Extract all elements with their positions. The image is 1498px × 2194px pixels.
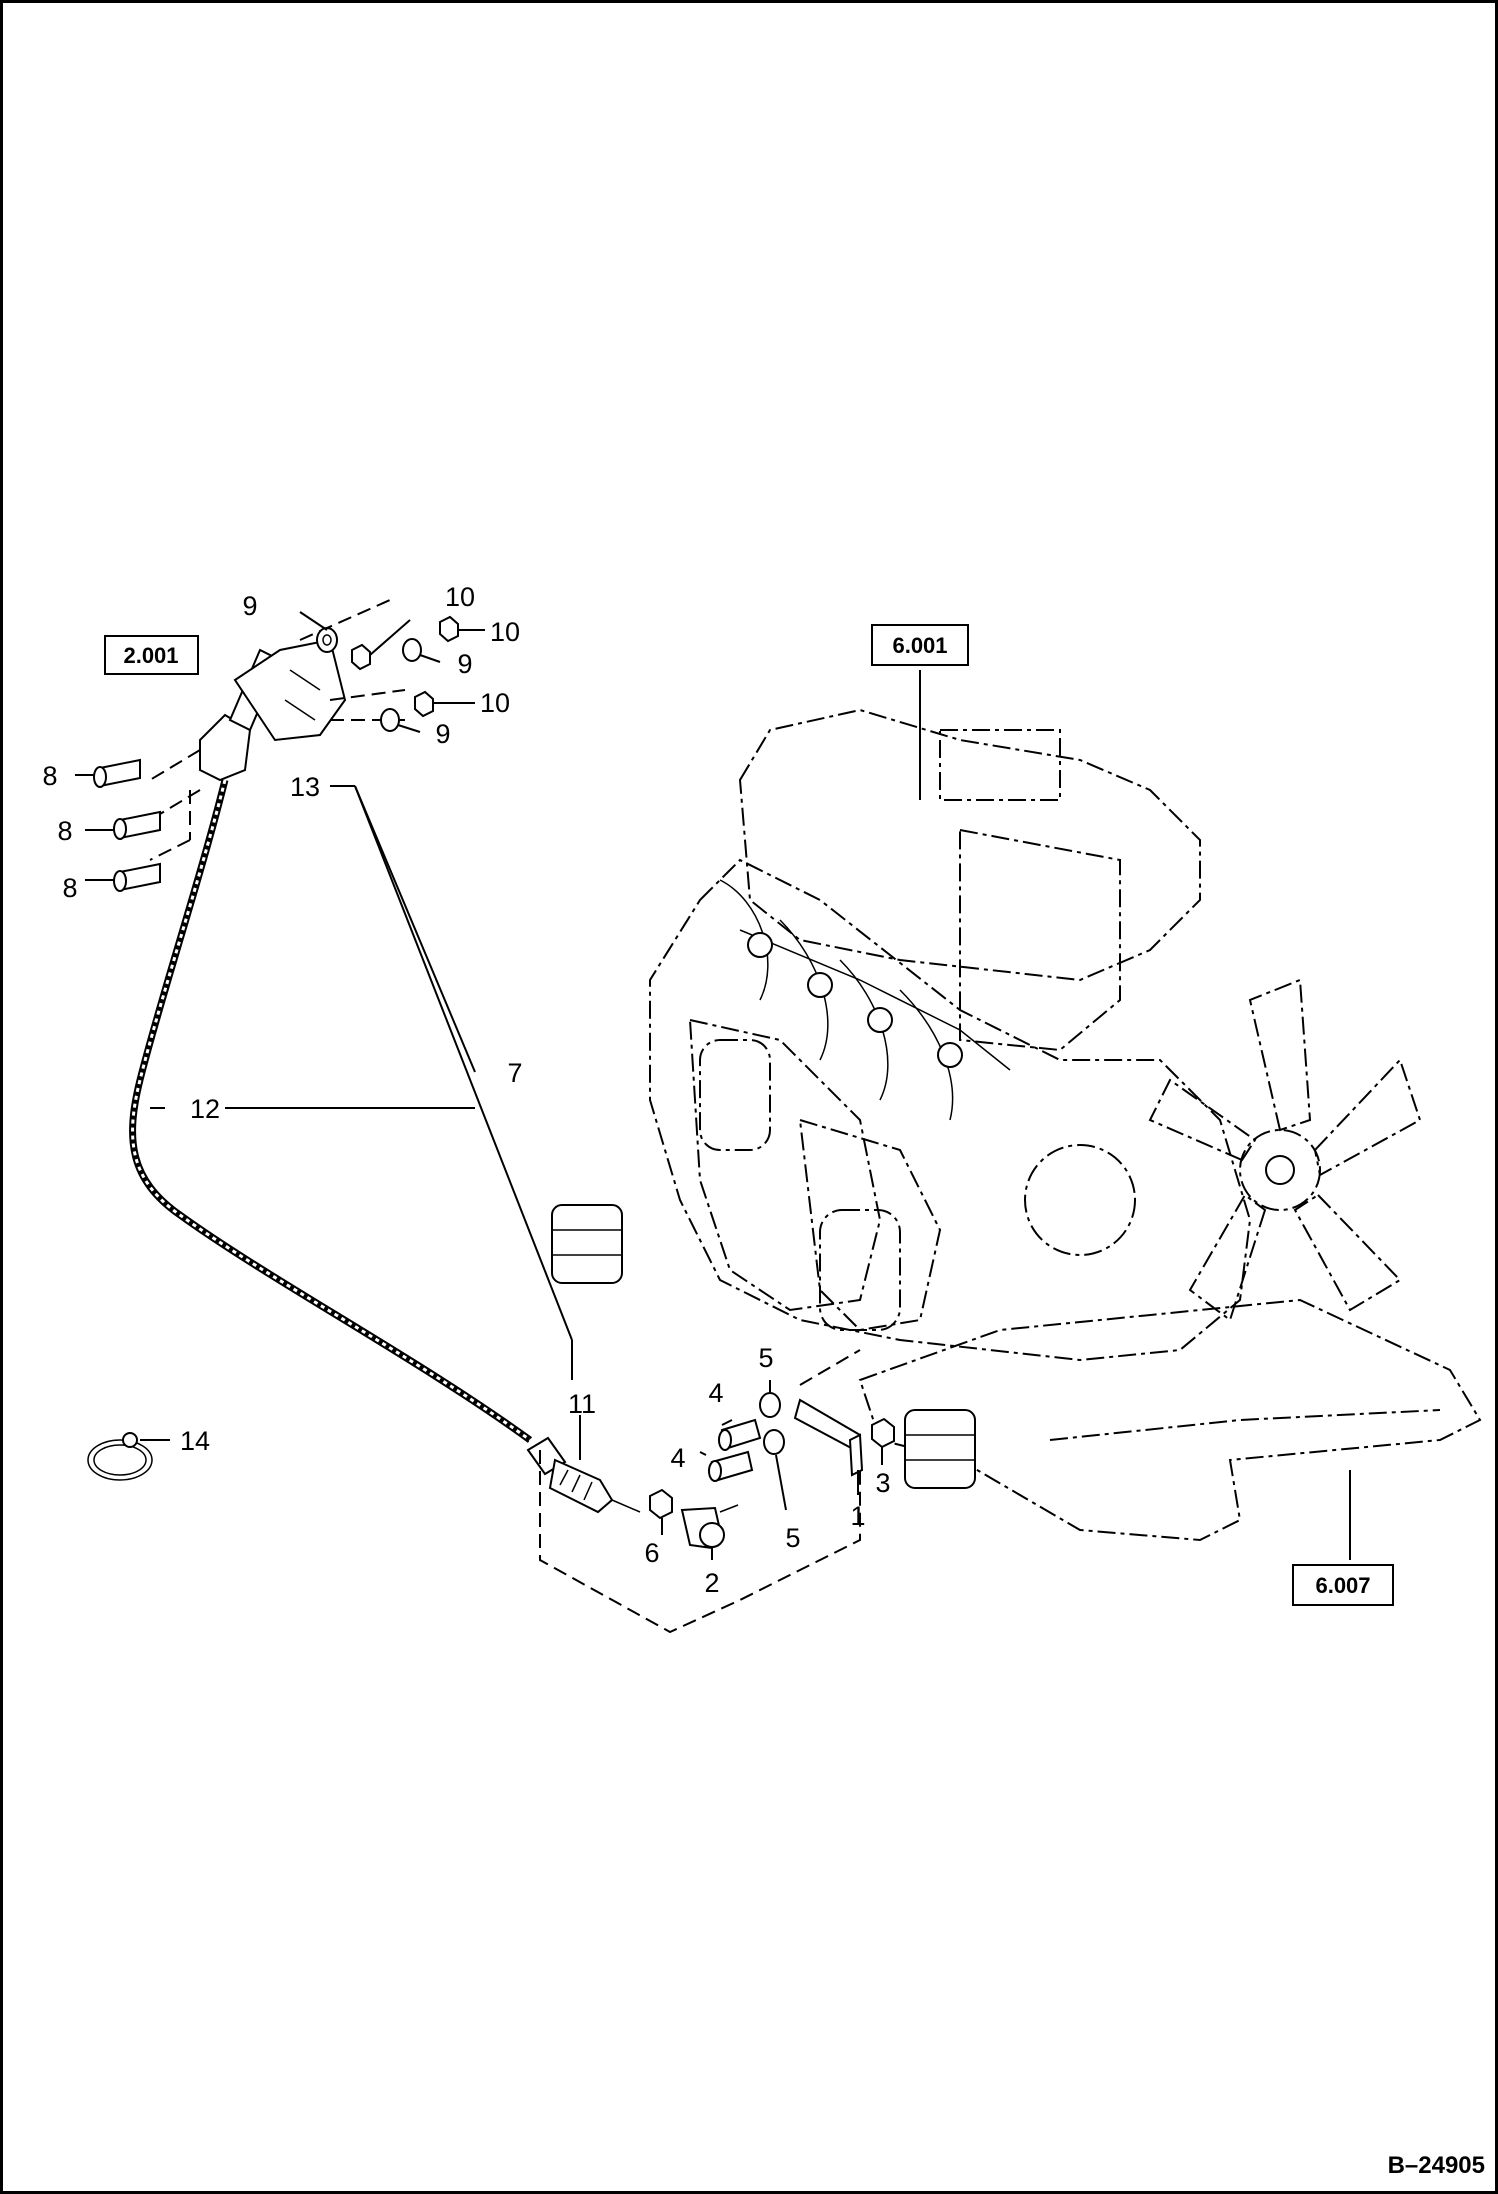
bolt-8-top [93, 758, 141, 788]
svg-text:6.001: 6.001 [892, 633, 947, 658]
engine-assembly [551, 708, 1482, 1542]
bolt-4-b [708, 1450, 754, 1482]
nut-10-c [414, 690, 434, 718]
nut-3 [871, 1417, 895, 1449]
engine-mount-left [551, 1204, 623, 1284]
callout-1: 1 [850, 1501, 865, 1531]
svg-text:2.001: 2.001 [123, 643, 178, 668]
callout-14: 14 [180, 1426, 210, 1456]
callout-10-b: 10 [490, 617, 520, 647]
callout-5-b: 5 [785, 1523, 800, 1553]
engine-mount-right [904, 1409, 976, 1489]
reference-box-6001: 6.001 [871, 624, 969, 666]
callout-10-a: 10 [445, 582, 475, 612]
svg-text:6.007: 6.007 [1315, 1573, 1370, 1598]
callout-8-b: 8 [57, 816, 72, 846]
washer-5-b [763, 1429, 785, 1455]
washer-9-c [380, 708, 400, 732]
bolt-4-a [718, 1418, 762, 1451]
callout-10-c: 10 [480, 688, 510, 718]
nut-6 [649, 1488, 673, 1520]
bolt-8-bottom [113, 862, 161, 892]
callout-13: 13 [290, 772, 320, 802]
nut-10-b [439, 615, 459, 643]
callout-11: 11 [568, 1389, 596, 1419]
throttle-lever-assembly [149, 599, 406, 861]
callout-9-b: 9 [457, 649, 472, 679]
callout-8-c: 8 [62, 873, 77, 903]
washer-5-a [759, 1392, 781, 1418]
callout-5-a: 5 [758, 1343, 773, 1373]
bolt-8-middle [113, 810, 161, 840]
washer-9-a [316, 627, 338, 653]
washer-9-b [402, 638, 422, 662]
nut-10-a [351, 643, 371, 671]
reference-box-2001: 2.001 [104, 635, 199, 675]
callout-8-a: 8 [42, 761, 57, 791]
callout-12: 12 [190, 1094, 220, 1124]
callout-labels: 1 2 3 4 4 5 5 6 7 8 8 8 9 9 9 10 10 10 1… [42, 582, 890, 1598]
cable-clamp [87, 1432, 153, 1481]
callout-2: 2 [704, 1568, 719, 1598]
callout-7: 7 [507, 1058, 522, 1088]
cable-end-fitting [526, 1436, 641, 1514]
throttle-cable [129, 779, 533, 1443]
callout-9-c: 9 [435, 719, 450, 749]
callout-3: 3 [875, 1468, 890, 1498]
document-code: B–24905 [1388, 2152, 1485, 2179]
ball-joint-2 [680, 1504, 739, 1550]
callout-9-a: 9 [242, 591, 257, 621]
callout-6: 6 [644, 1538, 659, 1568]
reference-box-6007: 6.007 [1292, 1564, 1394, 1606]
callout-4-b: 4 [670, 1443, 685, 1473]
leader-lines [75, 611, 1351, 1560]
bracket-1 [793, 1398, 864, 1477]
callout-4-a: 4 [708, 1378, 723, 1408]
